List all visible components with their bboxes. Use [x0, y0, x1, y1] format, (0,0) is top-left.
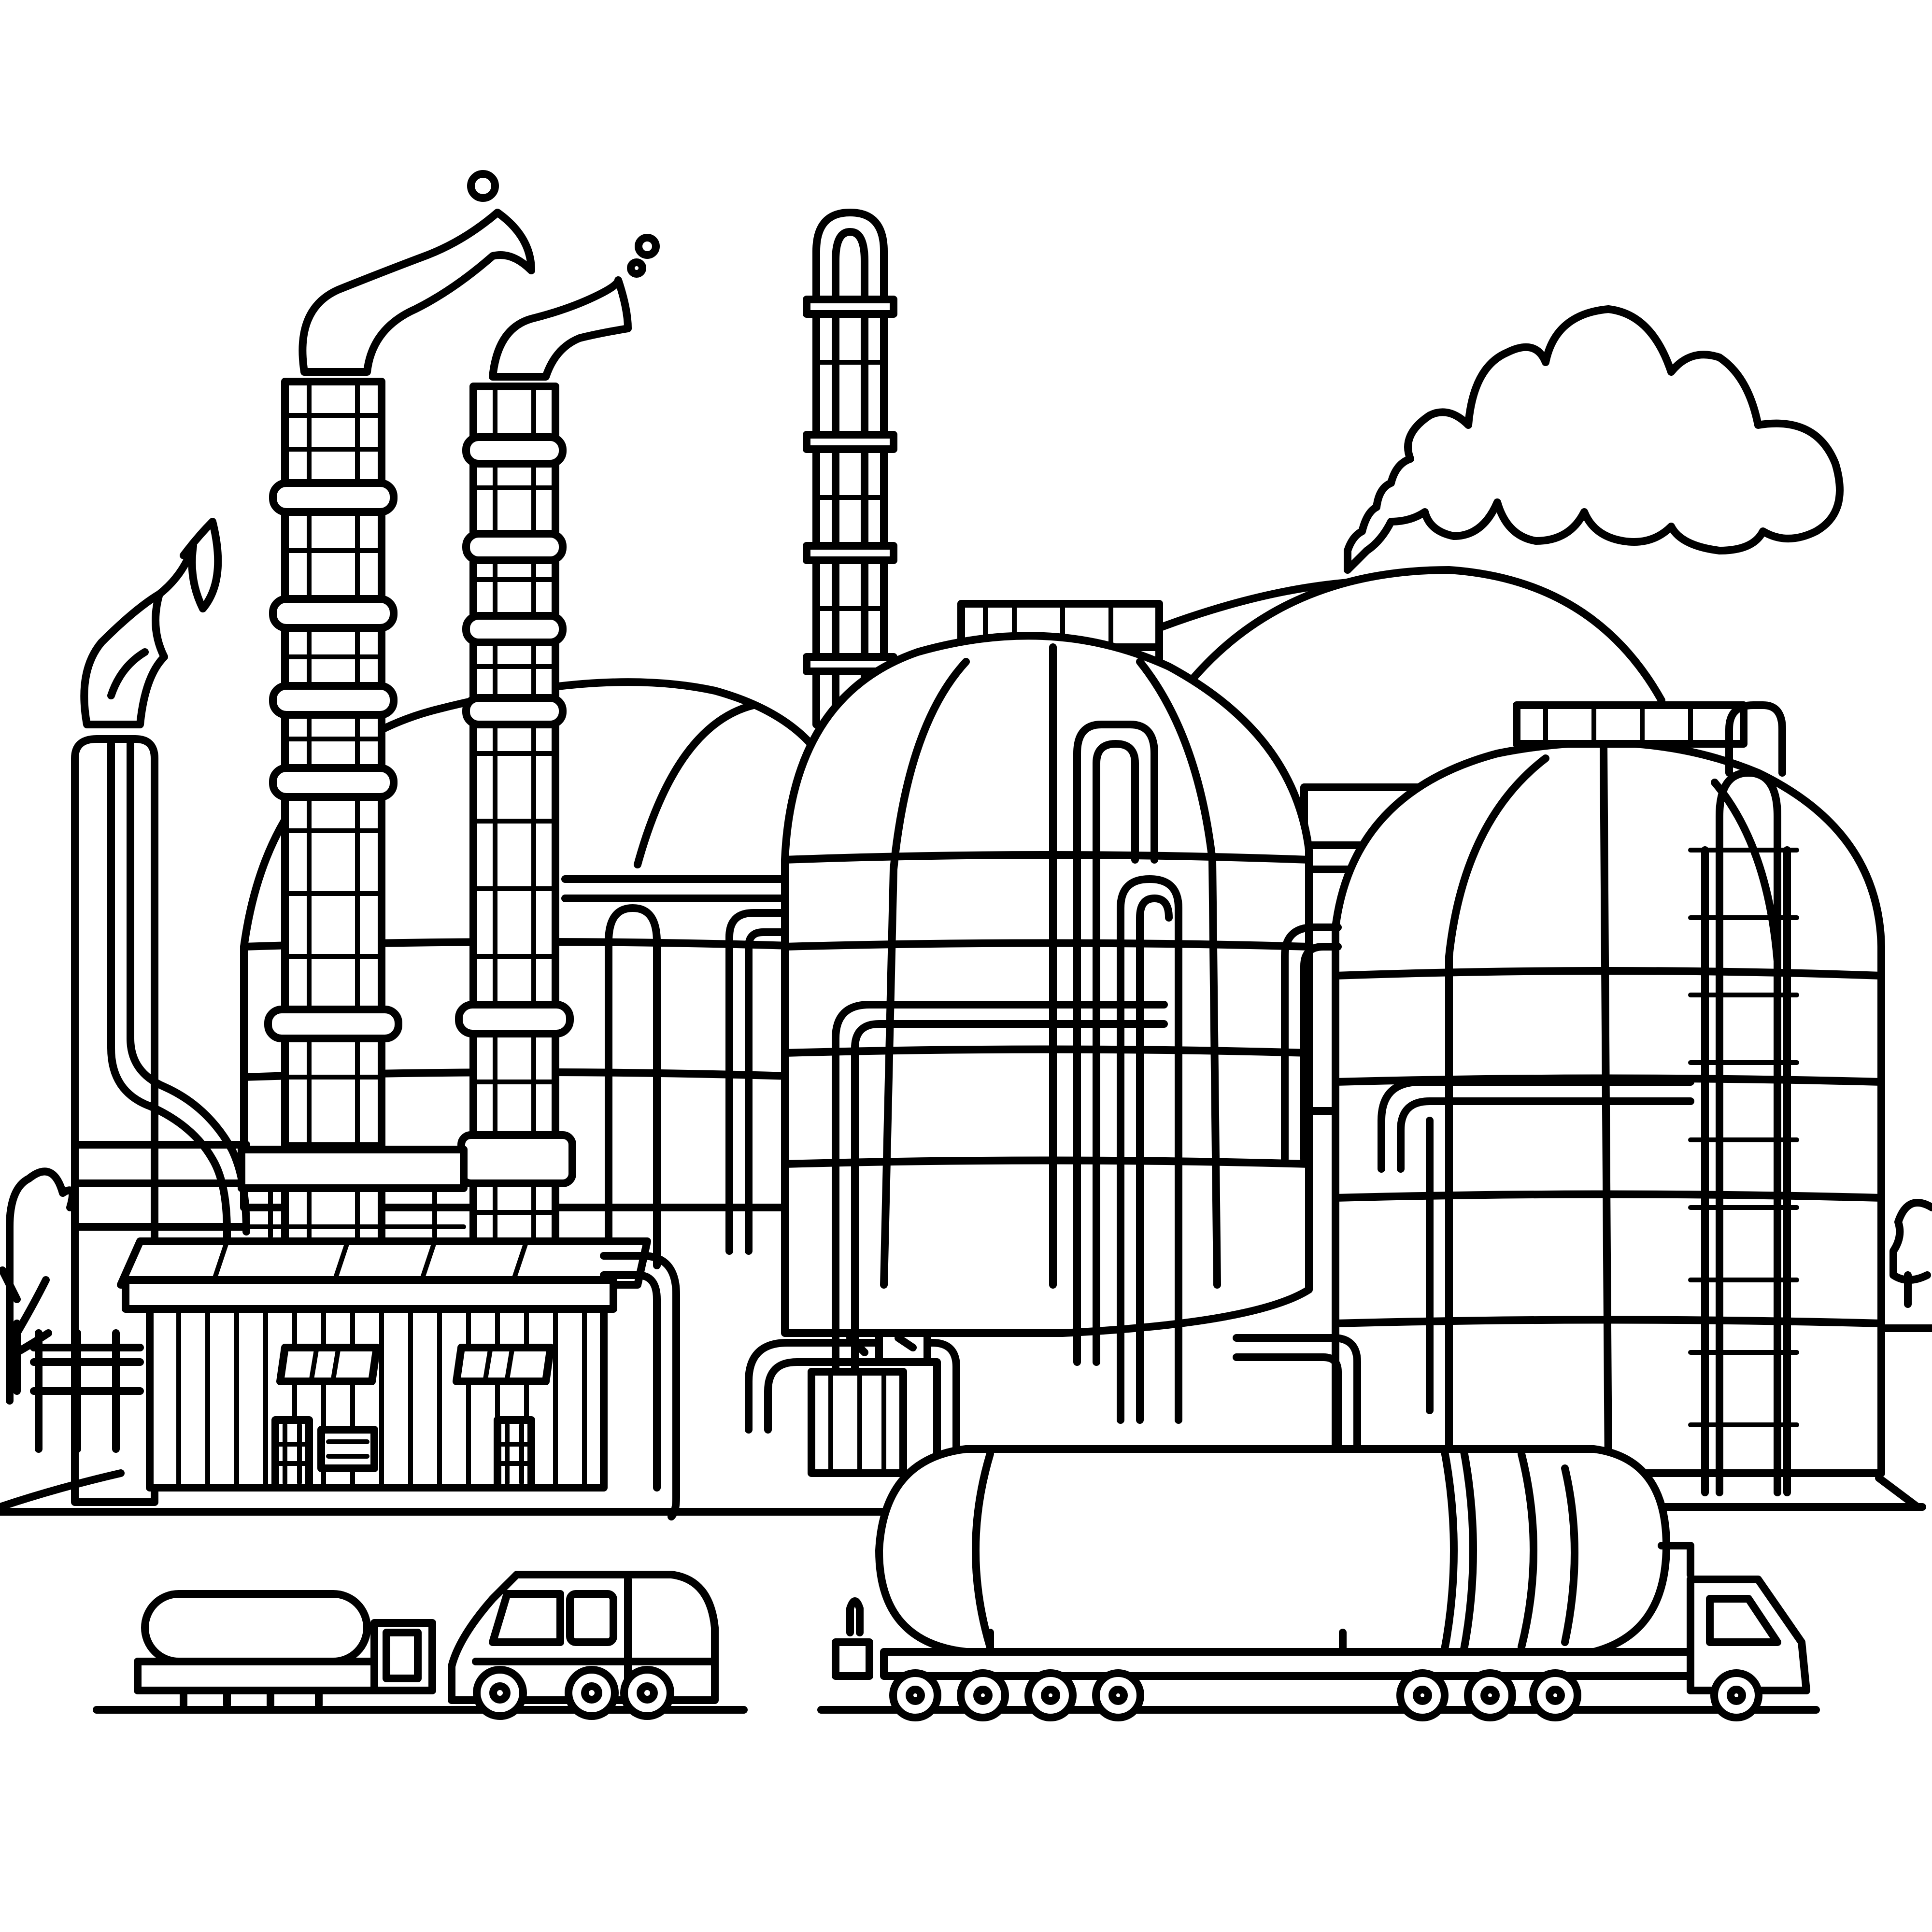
tree-left	[0, 1167, 144, 1511]
dome-tank-right	[1332, 701, 1885, 1477]
pipes	[561, 721, 1694, 1463]
pipe-bridge	[238, 1146, 468, 1239]
equipment-block	[808, 1329, 931, 1477]
dome-tank-center	[781, 632, 1313, 1337]
tanker-truck-large	[832, 1445, 1810, 1721]
van	[448, 1571, 719, 1720]
factory-building	[117, 1237, 680, 1520]
chimney-right	[455, 234, 660, 1279]
window-1	[276, 1344, 381, 1385]
distillation-column	[803, 209, 897, 728]
door-1	[271, 1416, 313, 1492]
sign	[317, 1426, 378, 1472]
door-2	[494, 1416, 535, 1492]
window-2	[453, 1344, 554, 1385]
ladder-tower-right	[1688, 701, 1799, 1496]
tanker-truck-small	[134, 1590, 436, 1709]
tree-right	[1880, 1199, 1932, 1332]
cloud-icon	[1344, 305, 1844, 574]
chimney-left	[264, 170, 535, 1264]
